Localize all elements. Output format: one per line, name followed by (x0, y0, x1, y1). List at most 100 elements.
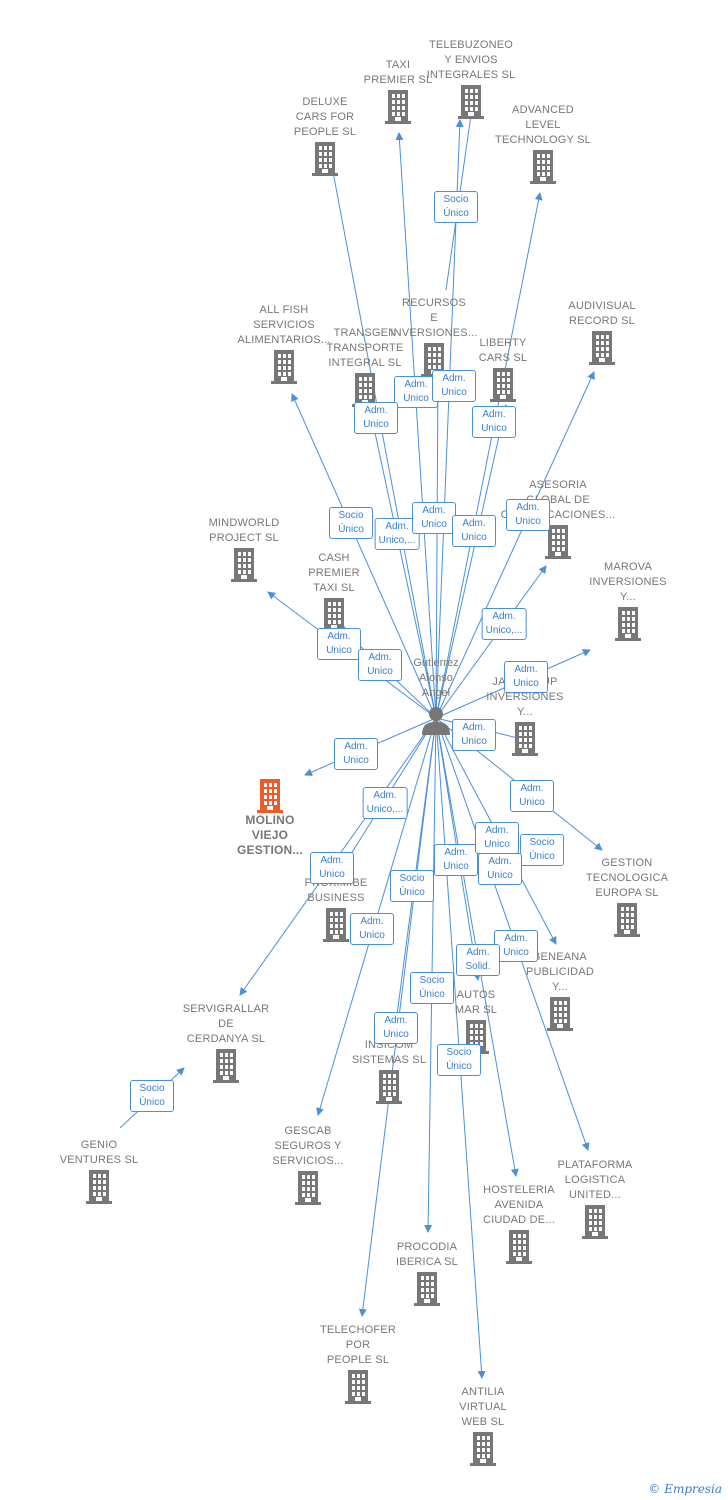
company-label: LIBERTY CARS SL (478, 337, 528, 364)
relation-badge[interactable]: Adm. Solid. (456, 944, 500, 976)
company-label: TRANSGEN TRANSPORTE INTEGRAL SL (326, 327, 404, 369)
relation-badge[interactable]: Socio Único (390, 870, 434, 902)
company-node-procodia[interactable]: PROCODIA IBERICA SL (367, 1240, 487, 1306)
relation-badge[interactable]: Adm. Unico,... (374, 518, 420, 550)
relation-badge[interactable]: Adm. Unico (374, 1012, 418, 1044)
company-label: BENEANA PUBLICIDAD Y... (525, 951, 595, 993)
building-icon (376, 1070, 402, 1104)
building-icon (530, 150, 556, 184)
person-node[interactable]: Gutierrez Alonso Angel (396, 656, 476, 735)
company-label: PLATAFORMA LOGISTICA UNITED... (557, 1159, 633, 1201)
company-node-genio[interactable]: GENIO VENTURES SL (39, 1138, 159, 1204)
building-icon (345, 1370, 371, 1404)
company-node-liberty-cars[interactable]: LIBERTY CARS SL (443, 336, 563, 402)
building-icon (385, 90, 411, 124)
company-node-servigrallar[interactable]: SERVIGRALLAR DE CERDANYA SL (166, 1002, 286, 1083)
relation-badge[interactable]: Adm. Unico (394, 376, 438, 408)
relation-badge[interactable]: Adm. Unico (434, 844, 478, 876)
relation-badge[interactable]: Socio Único (437, 1044, 481, 1076)
relation-badge[interactable]: Adm. Unico (452, 515, 496, 547)
company-node-recursos[interactable]: RECURSOS E INVERSIONES... (374, 296, 494, 377)
building-icon (213, 1049, 239, 1083)
relation-badge[interactable]: Socio Único (130, 1080, 174, 1112)
company-node-taxi-premier[interactable]: TAXI PREMIER SL (338, 58, 458, 124)
building-icon (547, 997, 573, 1031)
relation-badge[interactable]: Socio Único (410, 972, 454, 1004)
relation-badge[interactable]: Adm. Unico (504, 661, 548, 693)
building-icon (512, 722, 538, 756)
building-icon (321, 598, 347, 632)
relation-badge[interactable]: Adm. Unico (412, 502, 456, 534)
company-node-telechofer[interactable]: TELECHOFER POR PEOPLE SL (298, 1323, 418, 1404)
company-label: GESCAB SEGUROS Y SERVICIOS... (272, 1125, 344, 1167)
company-label: TELEBUZONEO Y ENVIOS INTEGRALES SL (426, 39, 516, 81)
relation-badge[interactable]: Adm. Unico,... (481, 608, 527, 640)
edge-6 (365, 399, 437, 719)
relation-badge[interactable]: Adm. Unico (472, 406, 516, 438)
building-icon (614, 903, 640, 937)
company-label: ADVANCED LEVEL TECHNOLOGY SL (495, 104, 591, 146)
relation-badge[interactable]: Socio Único (434, 191, 478, 223)
company-label: GENIO VENTURES SL (59, 1139, 139, 1166)
company-node-hosteleria[interactable]: HOSTELERIA AVENIDA CIUDAD DE... (459, 1183, 579, 1264)
building-icon (257, 779, 283, 813)
edge-9 (435, 565, 547, 719)
company-node-advanced-level[interactable]: ADVANCED LEVEL TECHNOLOGY SL (483, 103, 603, 184)
edge-1 (395, 132, 437, 719)
company-node-insicom[interactable]: INSICOM SISTEMAS SL (329, 1038, 449, 1104)
company-label: RECURSOS E INVERSIONES... (390, 297, 478, 339)
company-label: CASH PREMIER TAXI SL (308, 552, 360, 594)
company-node-gestion-tecnologica[interactable]: GESTION TECNOLOGICA EUROPA SL (567, 856, 687, 937)
building-icon (231, 548, 257, 582)
edge-3 (435, 192, 543, 719)
company-node-all-fish[interactable]: ALL FISH SERVICIOS ALIMENTARIOS... (224, 303, 344, 384)
relation-badge[interactable]: Socio Único (329, 507, 373, 539)
building-icon (323, 908, 349, 942)
relation-badge[interactable]: Socio Único (520, 834, 564, 866)
company-node-deluxe-cars[interactable]: DELUXE CARS FOR PEOPLE SL (265, 95, 385, 176)
relation-badge[interactable]: Adm. Unico (494, 930, 538, 962)
company-label: HOSTELERIA AVENIDA CIUDAD DE... (482, 1184, 556, 1226)
company-label: DELUXE CARS FOR PEOPLE SL (293, 96, 357, 138)
company-node-telebuzoneo[interactable]: TELEBUZONEO Y ENVIOS INTEGRALES SL (411, 38, 531, 119)
company-node-plataforma[interactable]: PLATAFORMA LOGISTICA UNITED... (535, 1158, 655, 1239)
relation-badge[interactable]: Adm. Unico,... (362, 787, 408, 819)
company-label: AUTOS MAR SL (454, 989, 498, 1016)
company-node-transgen[interactable]: TRANSGEN TRANSPORTE INTEGRAL SL (305, 326, 425, 407)
company-node-antilia[interactable]: ANTILIA VIRTUAL WEB SL (423, 1385, 543, 1466)
company-node-beneana[interactable]: BENEANA PUBLICIDAD Y... (500, 950, 620, 1031)
company-node-audivisual[interactable]: AUDIVISUAL RECORD SL (542, 299, 662, 365)
footer-brand: ©Empresia (648, 1482, 722, 1496)
relation-badge[interactable]: Adm. Unico (452, 719, 496, 751)
building-icon (506, 1230, 532, 1264)
company-label: ALL FISH SERVICIOS ALIMENTARIOS... (237, 304, 331, 346)
building-icon (414, 1272, 440, 1306)
company-node-marova[interactable]: MAROVA INVERSIONES Y... (568, 560, 688, 641)
relation-badge[interactable]: Adm. Unico (358, 649, 402, 681)
relation-badge[interactable]: Adm. Unico (475, 822, 519, 854)
relation-badge[interactable]: Adm. Unico (334, 738, 378, 770)
company-label: SERVIGRALLAR DE CERDANYA SL (182, 1003, 270, 1045)
edge-7 (435, 404, 509, 719)
relation-badge[interactable]: Adm. Unico (350, 913, 394, 945)
relation-badge[interactable]: Adm. Unico (478, 853, 522, 885)
relation-badge[interactable]: Adm. Unico (354, 402, 398, 434)
relation-badge[interactable]: Adm. Unico (317, 628, 361, 660)
company-label: AUDIVISUAL RECORD SL (568, 300, 636, 327)
building-icon (312, 142, 338, 176)
company-label: PROCODIA IBERICA SL (396, 1241, 458, 1268)
company-node-gescab[interactable]: GESCAB SEGUROS Y SERVICIOS... (248, 1124, 368, 1205)
relation-badge[interactable]: Adm. Unico (510, 780, 554, 812)
building-icon (582, 1205, 608, 1239)
relation-badge[interactable]: Adm. Unico (432, 370, 476, 402)
relation-badge[interactable]: Adm. Unico (310, 852, 354, 884)
company-node-cash-premier[interactable]: CASH PREMIER TAXI SL (274, 551, 394, 632)
company-node-molino-viejo[interactable]: MOLINO VIEJO GESTION... (210, 777, 330, 858)
building-icon (295, 1171, 321, 1205)
edge-8 (435, 371, 595, 719)
company-label: ANTILIA VIRTUAL WEB SL (459, 1386, 507, 1428)
company-node-mindworld[interactable]: MINDWORLD PROJECT SL (184, 516, 304, 582)
relation-badge[interactable]: Adm. Unico (506, 499, 550, 531)
company-node-jap-group[interactable]: JAP GROUP INVERSIONES Y... (465, 675, 585, 756)
